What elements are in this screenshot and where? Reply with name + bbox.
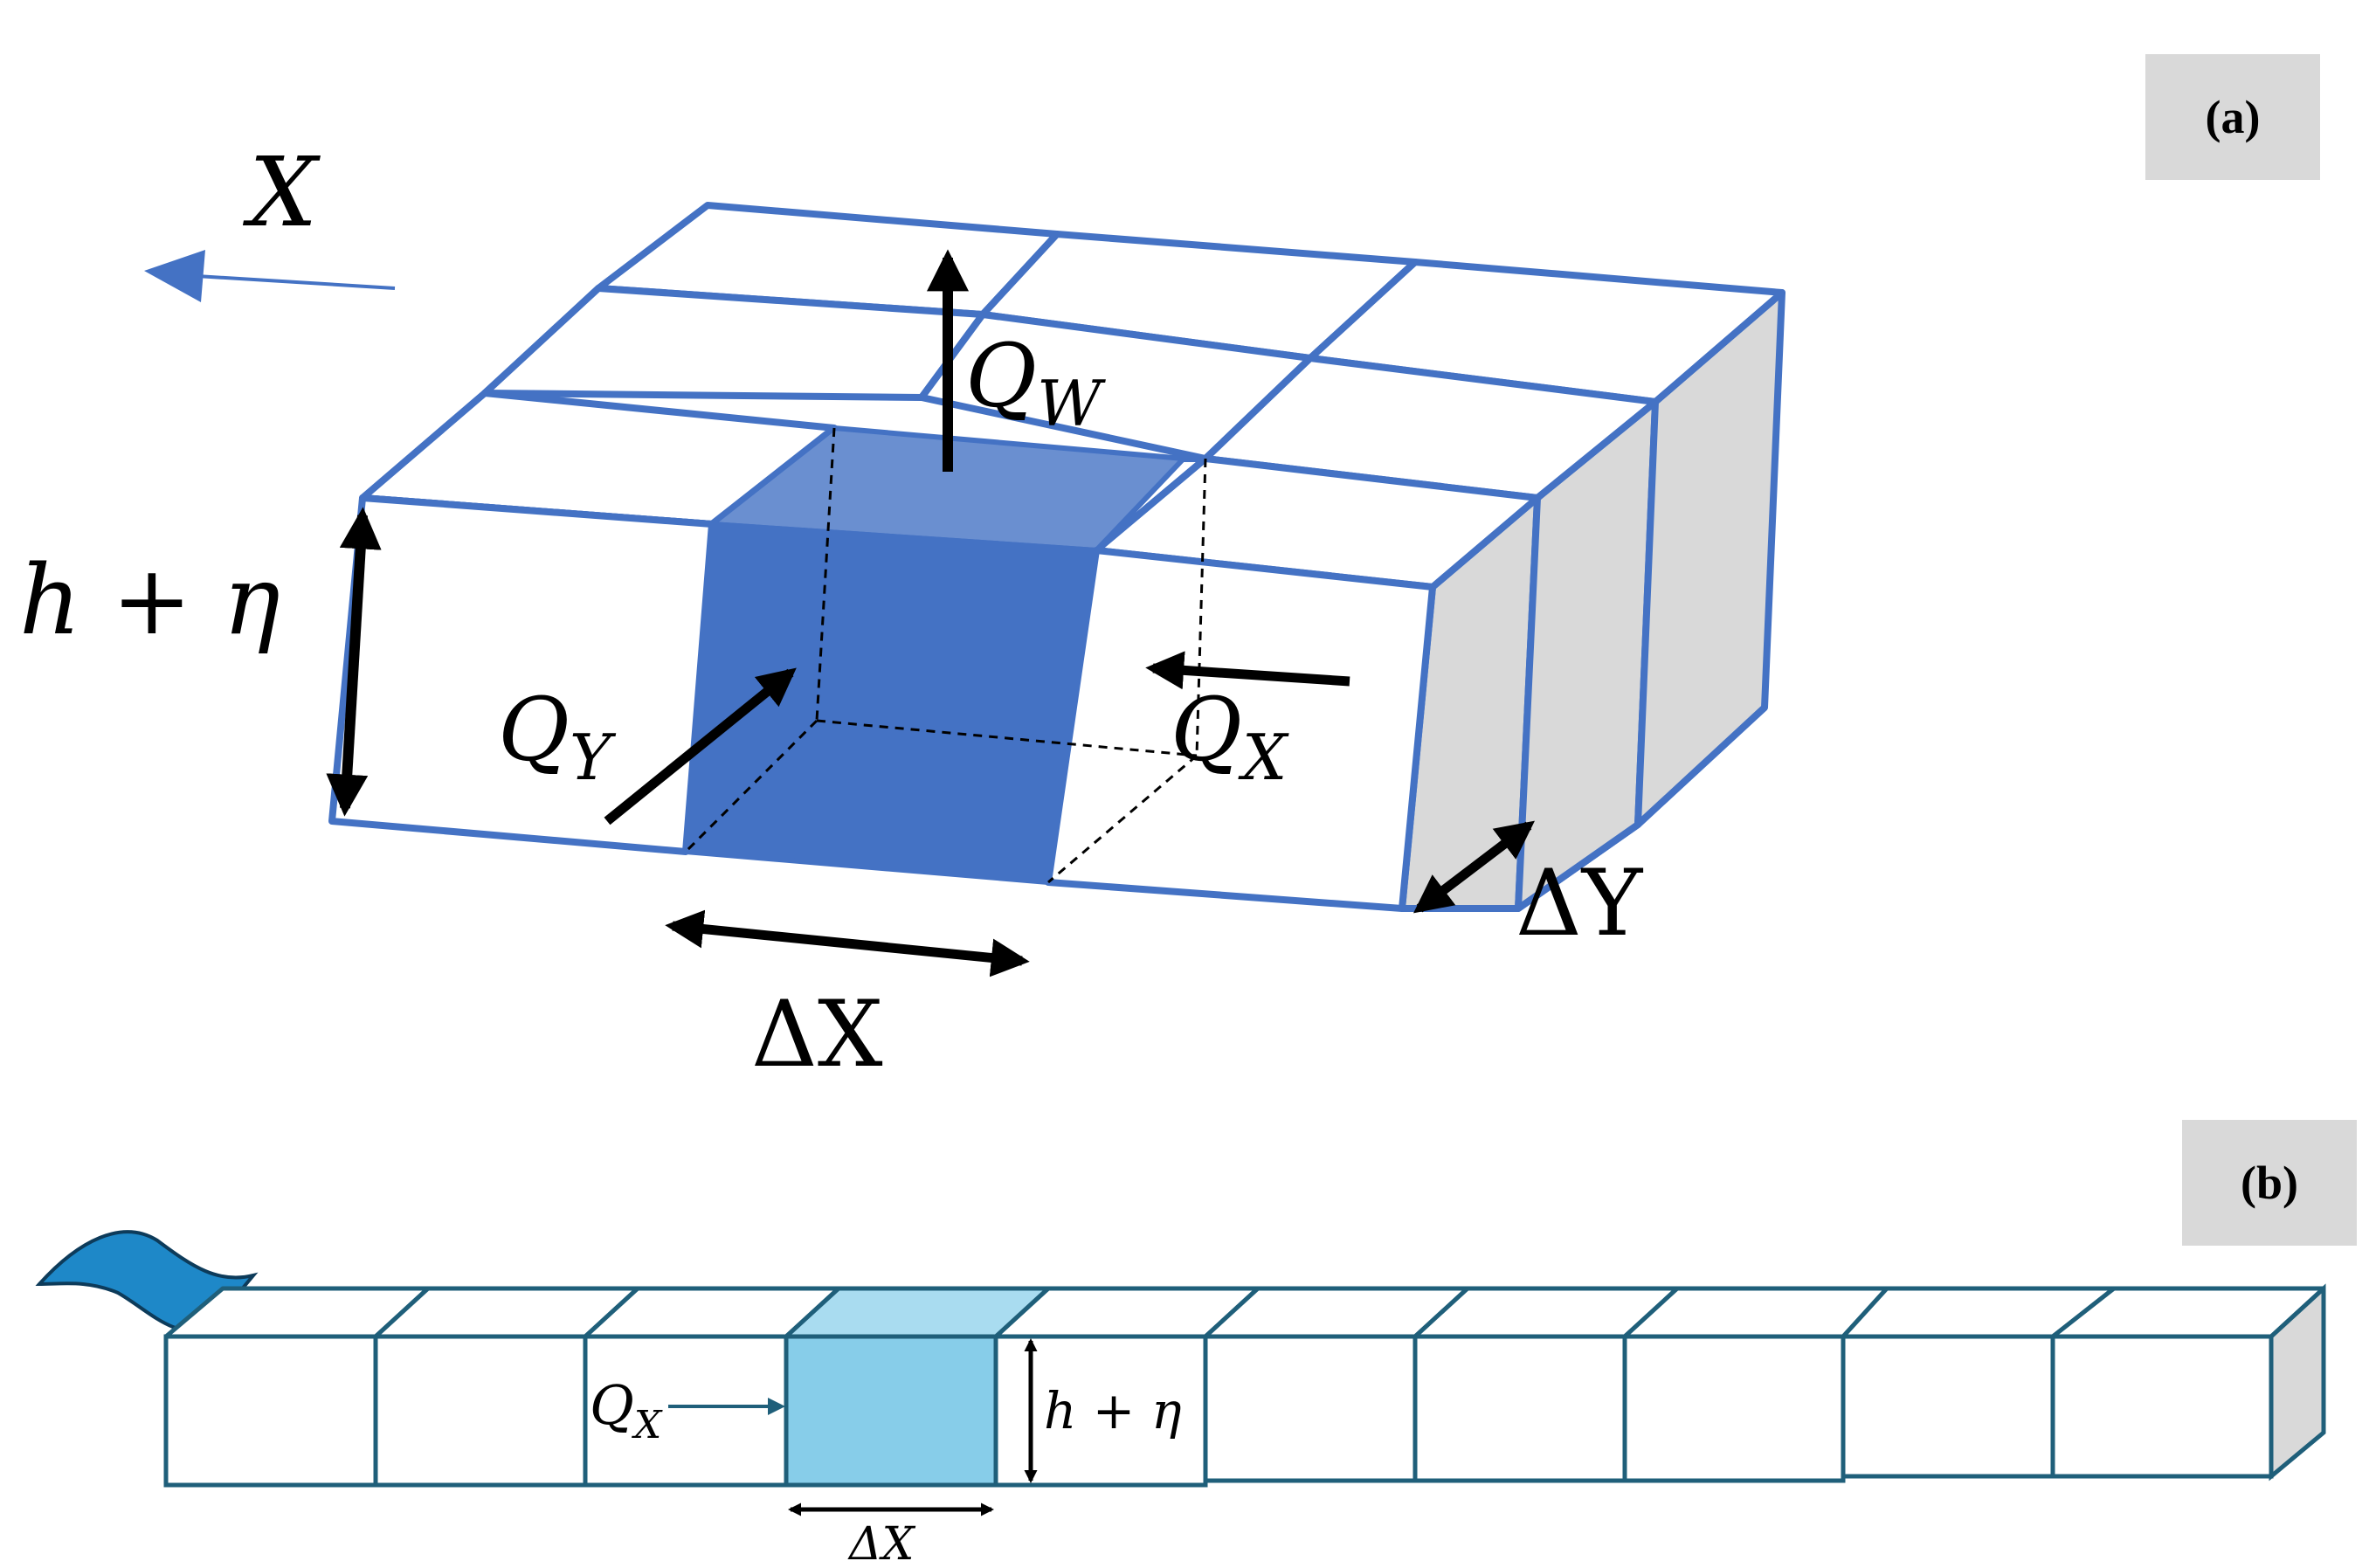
dy-arrow: [1412, 820, 1536, 914]
height-label-b: h + η: [1044, 1381, 1182, 1440]
channel-top: [163, 1286, 2326, 1339]
panel-b: QX h + η ΔX: [35, 1230, 2326, 1568]
flux-x-arrow: [1145, 651, 1350, 690]
flux-y-arrow: [604, 667, 797, 825]
panel-b-label: (b): [2182, 1120, 2357, 1246]
hidden-edges: [684, 427, 1207, 884]
dx-label-a: ΔX: [751, 981, 883, 1088]
height-arrow: [326, 507, 382, 817]
height-label-a: h + η: [19, 544, 280, 656]
dx-label-b: ΔX: [847, 1518, 916, 1564]
flux-w-label: QW: [965, 325, 1106, 440]
x-axis-label: X: [242, 136, 321, 248]
top-grid: [359, 202, 1785, 591]
dy-label: ΔY: [1516, 850, 1644, 957]
flux-x-label-b: QX: [590, 1373, 663, 1447]
dx-arrow-a: [665, 909, 1030, 977]
flux-y-label: QY: [498, 679, 617, 794]
panel-a: X: [19, 136, 1785, 1088]
x-direction-arrow: [144, 250, 396, 302]
target-cell-front-b: [784, 1334, 998, 1488]
panel-a-label: (a): [2145, 54, 2320, 180]
front-faces: [328, 494, 1436, 912]
flux-x-label: QX: [1171, 679, 1289, 794]
channel-front: [163, 1334, 2274, 1488]
